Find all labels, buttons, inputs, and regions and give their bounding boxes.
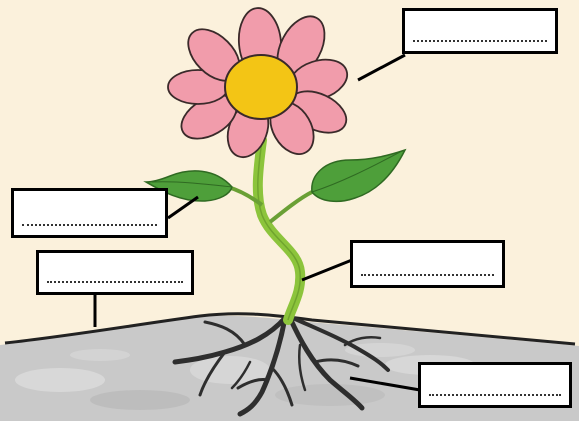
label-box-flower[interactable] bbox=[402, 8, 558, 54]
label-box-soil-surface[interactable] bbox=[36, 250, 194, 295]
label-stem-dotted-line bbox=[361, 274, 494, 276]
label-leaf-dotted-line bbox=[22, 224, 157, 226]
label-flower-dotted-line bbox=[413, 40, 547, 42]
label-box-stem[interactable] bbox=[350, 240, 505, 288]
label-roots-dotted-line bbox=[429, 394, 561, 396]
flower-center bbox=[225, 55, 297, 119]
label-box-leaf[interactable] bbox=[11, 188, 168, 238]
label-box-roots[interactable] bbox=[418, 362, 572, 408]
label-soil-surface-dotted-line bbox=[47, 281, 183, 283]
